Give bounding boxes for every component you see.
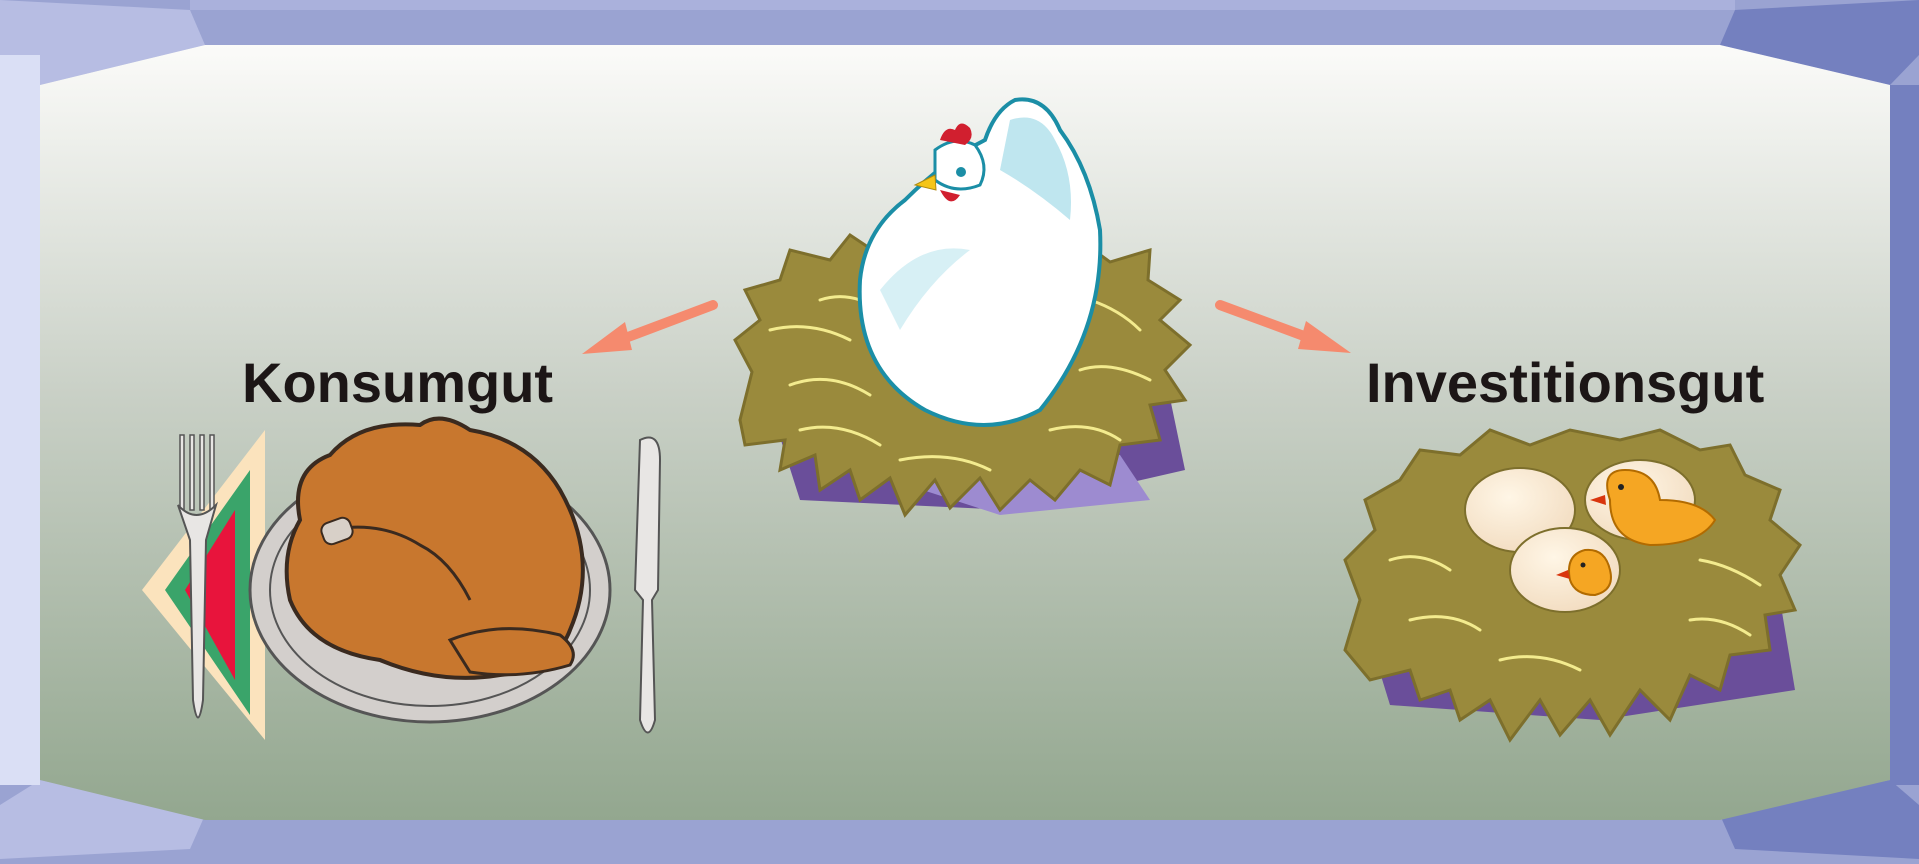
label-investment-good: Investitionsgut bbox=[1366, 350, 1764, 415]
label-consumption-good: Konsumgut bbox=[242, 350, 553, 415]
investment-illustration bbox=[1345, 430, 1800, 740]
